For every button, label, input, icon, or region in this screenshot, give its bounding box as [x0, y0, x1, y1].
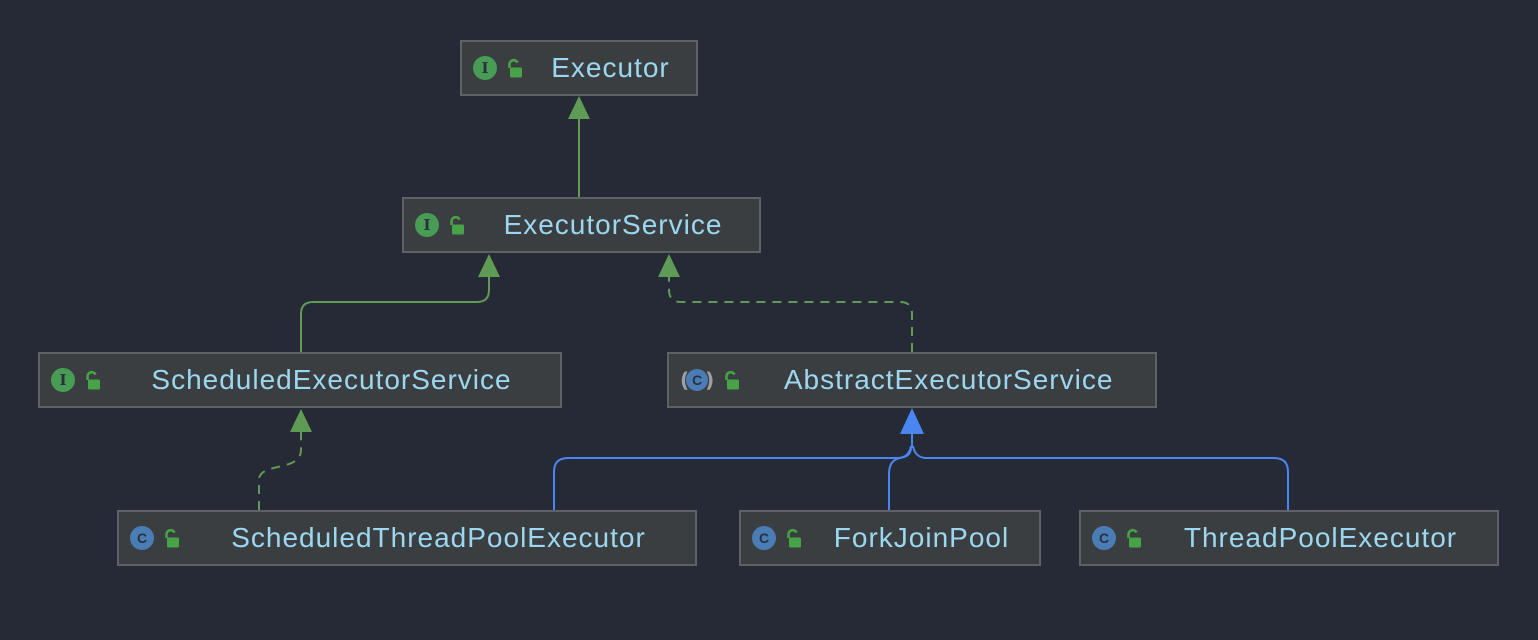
- class-name-label: ExecutorService: [503, 209, 723, 240]
- uml-node-executor[interactable]: I Executor: [460, 40, 698, 96]
- public-open-lock-icon: [723, 370, 741, 390]
- edge-bracket-stem-to-abstractexecutorservice: [900, 408, 924, 448]
- edge-scheduledthreadpoolexecutor-implements-scheduledexecutorservice: [258, 409, 312, 510]
- public-open-lock-icon: [506, 58, 524, 78]
- interface-icon: I: [51, 368, 75, 392]
- abstract-paren-left: (: [680, 368, 690, 392]
- extends-arrowhead: [900, 408, 924, 434]
- class-name-label: Executor: [551, 52, 670, 83]
- uml-node-scheduled-thread-pool-executor[interactable]: C ScheduledThreadPoolExecutor: [117, 510, 697, 566]
- abstract-paren-right: ): [705, 368, 715, 392]
- class-icon: C: [752, 526, 776, 550]
- public-open-lock-icon: [84, 370, 102, 390]
- class-name-label: ThreadPoolExecutor: [1183, 522, 1458, 553]
- public-open-lock-icon: [1125, 528, 1143, 548]
- class-name-label: ScheduledExecutorService: [151, 364, 512, 395]
- uml-node-executor-service[interactable]: I ExecutorService: [402, 197, 761, 253]
- public-open-lock-icon: [163, 528, 181, 548]
- uml-node-fork-join-pool[interactable]: C ForkJoinPool: [739, 510, 1041, 566]
- class-name-label: AbstractExecutorService: [783, 364, 1114, 395]
- edge-scheduledexecutorservice-extends-executorservice: [300, 254, 500, 352]
- uml-node-scheduled-executor-service[interactable]: I ScheduledExecutorService: [38, 352, 562, 408]
- extends-arrowhead: [478, 254, 500, 277]
- uml-node-abstract-executor-service[interactable]: ( C ) AbstractExecutorService: [667, 352, 1157, 408]
- extends-arrowhead: [568, 96, 590, 119]
- edge-executorservice-extends-executor: [568, 96, 590, 197]
- edge-threadpoolexecutor-extends-bracket: [912, 445, 1289, 510]
- interface-icon: I: [473, 56, 497, 80]
- edge-forkjoinpool-extends-bracket: [888, 446, 912, 510]
- edge-abstractexecutorservice-implements-executorservice: [658, 254, 913, 352]
- class-icon: C: [130, 526, 154, 550]
- abstract-class-icon: ( C ): [680, 368, 715, 392]
- uml-node-thread-pool-executor[interactable]: C ThreadPoolExecutor: [1079, 510, 1499, 566]
- implements-arrowhead: [290, 409, 312, 432]
- edge-scheduledthreadpoolexecutor-extends-bracket: [553, 445, 912, 510]
- class-name-label: ScheduledThreadPoolExecutor: [231, 522, 646, 553]
- interface-icon: I: [415, 213, 439, 237]
- public-open-lock-icon: [448, 215, 466, 235]
- public-open-lock-icon: [785, 528, 803, 548]
- implements-arrowhead: [658, 254, 680, 277]
- class-name-label: ForkJoinPool: [833, 522, 1010, 553]
- class-icon: C: [1092, 526, 1116, 550]
